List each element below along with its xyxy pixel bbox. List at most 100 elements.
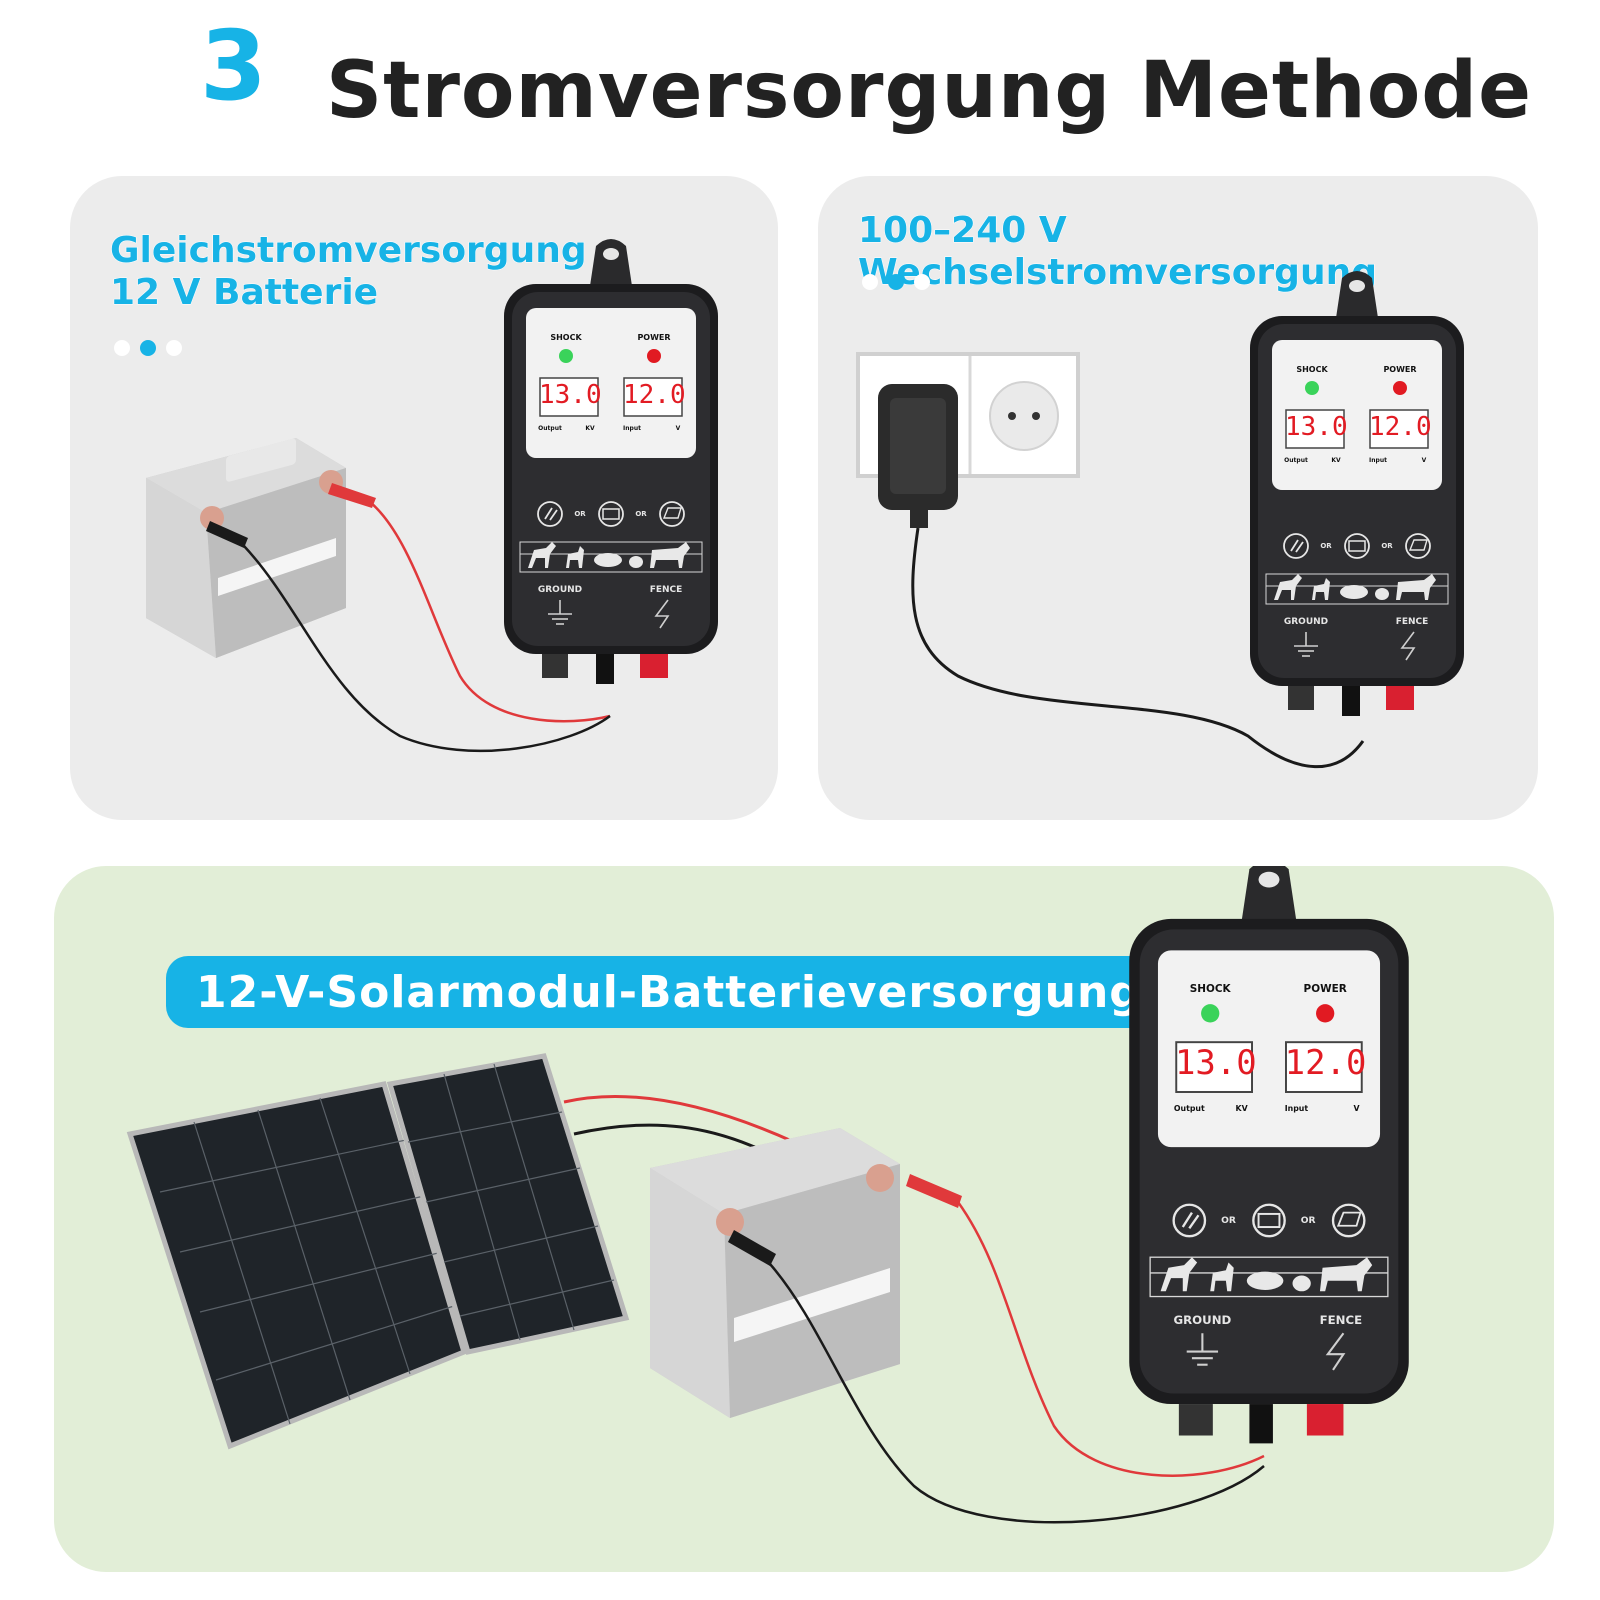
plug-icon bbox=[537, 501, 563, 527]
output-unit: KV bbox=[1331, 457, 1341, 464]
ground-icon bbox=[548, 600, 572, 625]
output-unit: KV bbox=[585, 425, 595, 432]
charger-body bbox=[1250, 271, 1464, 716]
ground-icon bbox=[1186, 1333, 1219, 1366]
shock-led bbox=[1305, 381, 1319, 395]
dc-dots bbox=[114, 340, 182, 356]
battery-icon bbox=[1344, 533, 1370, 559]
lightning-icon bbox=[654, 599, 670, 629]
battery-scene bbox=[146, 438, 611, 753]
fence-label: FENCE bbox=[1395, 617, 1429, 627]
dc-panel: Gleichstromversorgung 12 V Batterie bbox=[70, 176, 778, 820]
fence-terminal bbox=[1386, 686, 1414, 710]
output-label: Output bbox=[538, 425, 562, 432]
output-label: Output bbox=[1173, 1104, 1205, 1114]
plug-icon bbox=[1172, 1203, 1207, 1238]
or-label: OR bbox=[1300, 1215, 1316, 1226]
or-label: OR bbox=[1381, 542, 1393, 550]
plug-icon bbox=[1283, 533, 1309, 559]
charger-body bbox=[1129, 866, 1409, 1444]
dc-jack bbox=[596, 654, 614, 684]
solar-scene bbox=[126, 1053, 1265, 1524]
power-led bbox=[1393, 381, 1407, 395]
input-display: 12.0 bbox=[1284, 1043, 1367, 1084]
adapter-cable bbox=[911, 527, 1365, 769]
ground-label: GROUND bbox=[1283, 617, 1329, 627]
black-clamp bbox=[728, 1230, 776, 1266]
dc-jack bbox=[1249, 1404, 1273, 1444]
shock-label: SHOCK bbox=[550, 333, 582, 342]
power-label: POWER bbox=[1303, 983, 1347, 996]
dot bbox=[166, 340, 182, 356]
black-wire bbox=[243, 545, 611, 753]
solar-heading: 12-V-Solarmodul-Batterieversorgung bbox=[196, 966, 1142, 1018]
dc-heading-line2: 12 V Batterie bbox=[110, 272, 379, 314]
power-led bbox=[647, 349, 661, 363]
solar-panel-section: 12-V-Solarmodul-Batterieversorgung bbox=[54, 866, 1554, 1572]
fence-terminal bbox=[640, 654, 668, 678]
ac-dots bbox=[862, 274, 930, 290]
dc-heading: Gleichstromversorgung 12 V Batterie bbox=[110, 230, 588, 315]
solar-panel-right bbox=[386, 1053, 630, 1355]
output-display: 13.0 bbox=[539, 380, 602, 410]
ground-terminal bbox=[542, 654, 568, 678]
output-display: 13.0 bbox=[1285, 412, 1348, 442]
power-label: POWER bbox=[637, 333, 671, 342]
output-unit: KV bbox=[1235, 1104, 1248, 1114]
battery-icon bbox=[598, 501, 624, 527]
ground-terminal bbox=[1288, 686, 1314, 710]
dot-active bbox=[140, 340, 156, 356]
animals-icon bbox=[1160, 1257, 1373, 1292]
output-display: 13.0 bbox=[1174, 1043, 1257, 1084]
ground-label: GROUND bbox=[537, 585, 583, 595]
animals-icon bbox=[1274, 574, 1436, 600]
fence-terminal bbox=[1306, 1404, 1344, 1436]
dot bbox=[114, 340, 130, 356]
shock-led bbox=[1201, 1004, 1220, 1023]
solar-panel-left bbox=[126, 1081, 468, 1450]
shock-led bbox=[559, 349, 573, 363]
black-clamp bbox=[206, 521, 248, 548]
input-unit: V bbox=[675, 425, 681, 432]
ac-heading: 100–240 V Wechselstromversorgung bbox=[858, 210, 1378, 294]
or-label: OR bbox=[574, 510, 586, 518]
solar-red-wire bbox=[563, 1094, 795, 1144]
input-label: Input bbox=[1284, 1104, 1309, 1114]
shock-label: SHOCK bbox=[1296, 365, 1328, 374]
red-wire bbox=[956, 1201, 1265, 1477]
fence-label: FENCE bbox=[649, 585, 683, 595]
input-display: 12.0 bbox=[1369, 412, 1432, 442]
or-label: OR bbox=[1320, 542, 1332, 550]
power-led bbox=[1316, 1004, 1335, 1023]
lightning-icon bbox=[1400, 631, 1416, 661]
page-title: Stromversorgung Methode bbox=[326, 46, 1533, 136]
fence-charger: SHOCK POWER 13.0 12.0 Output KV Input V … bbox=[1124, 866, 1414, 1446]
solar-black-wire bbox=[573, 1123, 775, 1158]
output-label: Output bbox=[1284, 457, 1308, 464]
solar-panel-icon bbox=[659, 501, 685, 527]
ground-icon bbox=[1294, 632, 1318, 657]
or-label: OR bbox=[635, 510, 647, 518]
dot bbox=[914, 274, 930, 290]
solar-heading-pill: 12-V-Solarmodul-Batterieversorgung bbox=[166, 956, 1172, 1028]
title-number: 3 bbox=[200, 10, 267, 122]
ac-panel: 100–240 V Wechselstromversorgung bbox=[818, 176, 1538, 820]
charger-body bbox=[504, 239, 718, 684]
solar-panel-icon bbox=[1331, 1203, 1366, 1238]
dot bbox=[862, 274, 878, 290]
lightning-icon bbox=[1325, 1332, 1346, 1371]
input-display: 12.0 bbox=[623, 380, 686, 410]
input-label: Input bbox=[1369, 457, 1387, 464]
car-battery bbox=[146, 438, 346, 658]
car-battery bbox=[650, 1128, 900, 1418]
battery-icon bbox=[1252, 1203, 1286, 1238]
shock-label: SHOCK bbox=[1189, 983, 1231, 996]
dc-jack bbox=[1342, 686, 1360, 716]
input-unit: V bbox=[1353, 1104, 1360, 1114]
black-wire bbox=[769, 1263, 1265, 1524]
dot-active bbox=[888, 274, 904, 290]
fence-charger: SHOCK POWER 13.0 12.0 Output KV Input V … bbox=[500, 236, 722, 686]
red-clamp bbox=[328, 483, 376, 508]
or-label: OR bbox=[1221, 1215, 1236, 1226]
input-unit: V bbox=[1421, 457, 1427, 464]
